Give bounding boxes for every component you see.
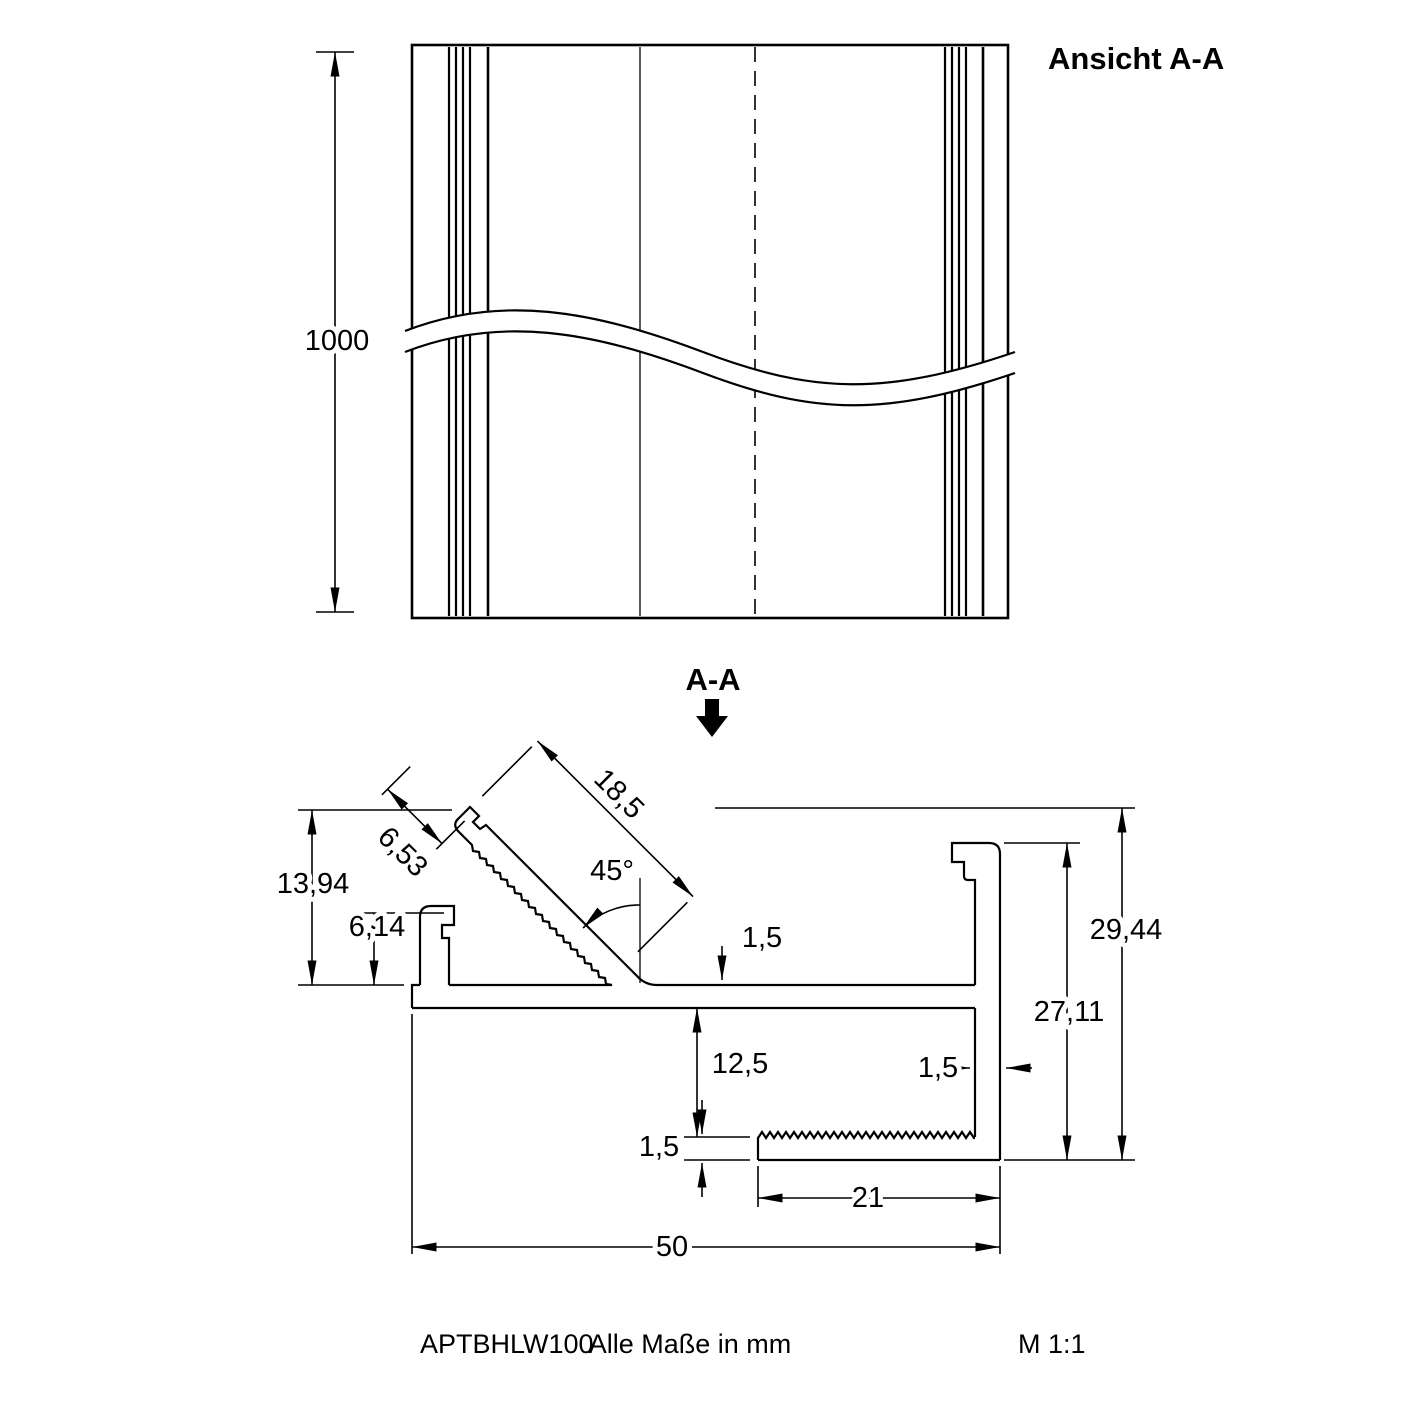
view-title: Ansicht A-A — [1048, 41, 1224, 76]
profile-outline — [410, 805, 1002, 1162]
dim-angle-label: 45° — [590, 855, 634, 887]
left-hook — [418, 904, 456, 985]
dim-left-height-label: 13,94 — [277, 868, 350, 900]
part-number: APTBHLW100 — [420, 1329, 594, 1359]
dim-bottom-thickness: 1,5 — [634, 1100, 750, 1197]
dim-hook-height-label: 6,14 — [349, 911, 405, 943]
dim-left-height: 13,94 — [272, 809, 452, 986]
break-line-upper — [404, 309, 1016, 386]
dim-groove-width: 6,53 — [366, 765, 466, 888]
dim-bottom-thickness-label: 1,5 — [639, 1131, 679, 1163]
right-wall — [950, 841, 1002, 1160]
dim-channel-gap: 12,5 — [692, 1008, 773, 1137]
dim-outer-height: 29,44 — [715, 807, 1167, 1161]
dim-length-1000: 1000 — [300, 51, 374, 613]
dim-length-label: 1000 — [305, 325, 370, 357]
footer: APTBHLW100 Alle Maße in mm M 1:1 — [420, 1329, 1086, 1359]
bottom-flange — [756, 1130, 975, 1160]
dim-inner-height-label: 27,11 — [1034, 996, 1104, 1028]
dim-bottom-flange-width-label: 21 — [852, 1182, 884, 1214]
dim-channel-gap-label: 12,5 — [712, 1048, 768, 1080]
dim-flange-length-label: 18,5 — [588, 763, 651, 826]
break-line-lower — [404, 330, 1016, 407]
break-band — [405, 310, 1015, 406]
dim-inner-height: 27,11 — [1004, 842, 1109, 1160]
dim-groove-width-label: 6,53 — [371, 821, 434, 884]
section-marker-label: A-A — [685, 662, 740, 697]
front-view: 1000 Ansicht A-A — [300, 41, 1224, 620]
angled-flange — [449, 805, 975, 987]
section-view: 13,94 6,14 45° 18,5 — [272, 740, 1167, 1268]
scale-note: M 1:1 — [1018, 1329, 1086, 1359]
dim-overall-width: 50 — [411, 1014, 1001, 1268]
dim-web-thickness-label: 1,5 — [742, 922, 782, 954]
section-dimensions: 13,94 6,14 45° 18,5 — [272, 740, 1167, 1268]
dim-web-thickness: 1,5 — [717, 917, 787, 980]
section-marker: A-A — [685, 662, 741, 737]
front-view-profile-lines — [447, 47, 985, 616]
dim-wall-thickness: 1,5 — [913, 1047, 1032, 1089]
dim-flange-length: 18,5 — [481, 740, 694, 953]
dim-bottom-flange-width: 21 — [757, 1166, 1000, 1219]
section-arrow-icon — [696, 699, 728, 737]
dim-hook-height: 6,14 — [344, 906, 444, 985]
dim-overall-width-label: 50 — [656, 1231, 688, 1263]
dim-outer-height-label: 29,44 — [1090, 914, 1163, 946]
units-note: Alle Maße in mm — [589, 1329, 792, 1359]
dim-wall-thickness-label: 1,5 — [918, 1052, 958, 1084]
